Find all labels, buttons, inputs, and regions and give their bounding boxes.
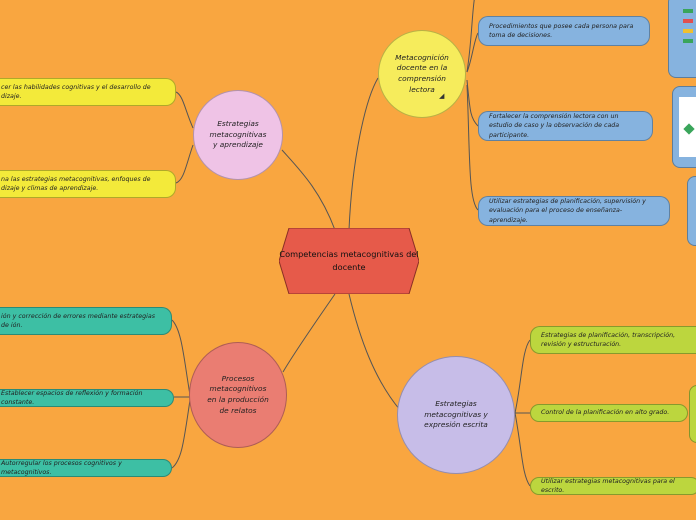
topic-estrategias-aprendizaje[interactable]: Estrategias metacognitivas y aprendizaje: [193, 90, 283, 180]
subtopic-label: Estrategias de planificación, transcripc…: [541, 331, 696, 350]
note-corner-icon[interactable]: ◢: [439, 92, 444, 100]
subtopic-expresion-2[interactable]: Control de la planificación en alto grad…: [530, 404, 688, 422]
topic-procesos-label: Procesos metacognitivos en la producción…: [206, 374, 270, 417]
subtopic-label: cer las habilidades cognitivas y el desa…: [1, 83, 165, 102]
subtopic-label: Control de la planificación en alto grad…: [541, 408, 669, 417]
subtopic-procesos-1[interactable]: ión y corrección de errores mediante est…: [0, 307, 172, 335]
subtopic-label: na las estrategias metacognitivas, enfoq…: [1, 175, 165, 194]
thumbnail-detail: [683, 29, 693, 33]
topic-metacognicion-label: Metacognición docente en la comprensión …: [392, 53, 452, 96]
central-title: Competencias metacognitivas del docente: [279, 228, 419, 294]
subtopic-label: Establecer espacios de reflexión y forma…: [1, 389, 163, 408]
attached-image-thumbnail[interactable]: [687, 176, 696, 246]
subtopic-metacognicion-2[interactable]: Fortalecer la comprensión lectora con un…: [478, 111, 653, 141]
subtopic-expresion-1[interactable]: Estrategias de planificación, transcripc…: [530, 326, 696, 354]
subtopic-label: Utilizar estrategias de planificación, s…: [489, 197, 659, 225]
attached-image-thumbnail[interactable]: [689, 385, 696, 443]
subtopic-label: Fortalecer la comprensión lectora con un…: [489, 112, 642, 140]
central-node[interactable]: Competencias metacognitivas del docente: [279, 228, 419, 294]
topic-metacognicion[interactable]: Metacognición docente en la comprensión …: [378, 30, 466, 118]
attached-image-thumbnail[interactable]: [672, 86, 696, 168]
attached-image-thumbnail[interactable]: [668, 0, 696, 78]
thumbnail-detail: [683, 9, 693, 13]
subtopic-label: ión y corrección de errores mediante est…: [1, 312, 161, 331]
topic-procesos[interactable]: Procesos metacognitivos en la producción…: [189, 342, 287, 448]
thumbnail-detail: [683, 19, 693, 23]
topic-expresion-escrita[interactable]: Estrategias metacognitivas y expresión e…: [397, 356, 515, 474]
subtopic-label: Utilizar estrategias metacognitivas para…: [541, 477, 689, 496]
subtopic-metacognicion-3[interactable]: Utilizar estrategias de planificación, s…: [478, 196, 670, 226]
subtopic-expresion-3[interactable]: Utilizar estrategias metacognitivas para…: [530, 477, 696, 495]
subtopic-estrategias-aprendizaje-2[interactable]: na las estrategias metacognitivas, enfoq…: [0, 170, 176, 198]
topic-estrategias-aprendizaje-label: Estrategias metacognitivas y aprendizaje: [207, 119, 269, 151]
subtopic-metacognicion-1[interactable]: Procedimientos que posee cada persona pa…: [478, 16, 650, 46]
topic-expresion-escrita-label: Estrategias metacognitivas y expresión e…: [418, 399, 494, 431]
subtopic-label: Autorregular los procesos cognitivos y m…: [1, 459, 161, 478]
subtopic-estrategias-aprendizaje-1[interactable]: cer las habilidades cognitivas y el desa…: [0, 78, 176, 106]
subtopic-label: Procedimientos que posee cada persona pa…: [489, 22, 639, 41]
subtopic-procesos-2[interactable]: Establecer espacios de reflexión y forma…: [0, 389, 174, 407]
subtopic-procesos-3[interactable]: Autorregular los procesos cognitivos y m…: [0, 459, 172, 477]
thumbnail-detail: [683, 39, 693, 43]
